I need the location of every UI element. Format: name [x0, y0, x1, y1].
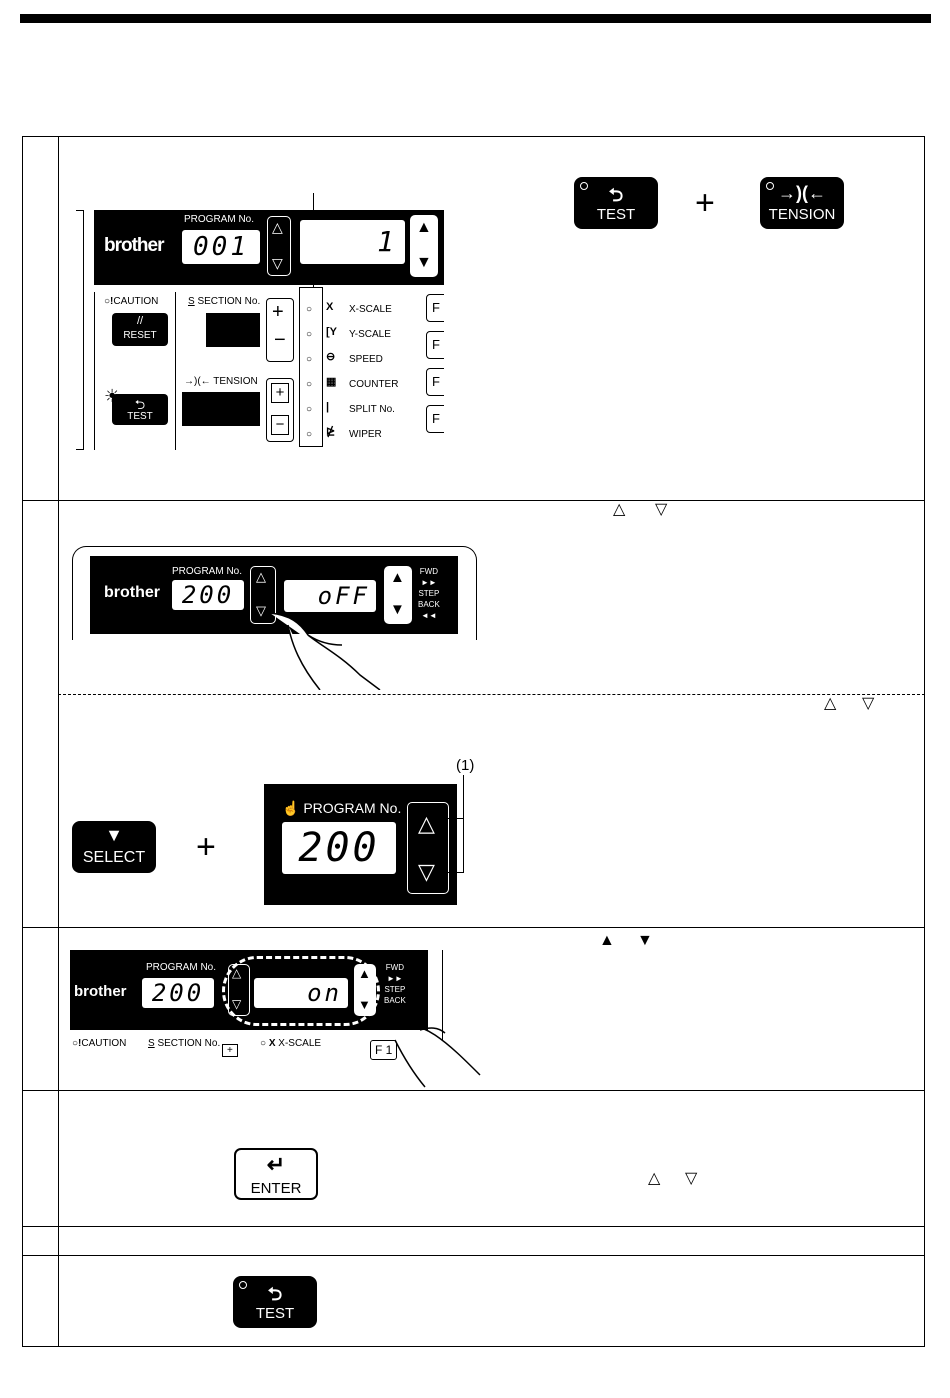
test-button[interactable]: ⮌ TEST	[233, 1276, 317, 1328]
down-filled-arrow-icon: ▼	[105, 825, 123, 845]
down-arrow-icon: ▽	[862, 695, 875, 712]
down-arrow-icon: ▽	[685, 1170, 698, 1187]
down-arrow-icon: ▽	[655, 501, 668, 518]
caution-label: ○!CAUTION	[104, 296, 159, 307]
row-divider	[22, 1090, 925, 1091]
blink-ring	[222, 956, 380, 1026]
value-display: on	[254, 978, 348, 1008]
program-display: 200	[172, 580, 244, 610]
down-filled-arrow-icon: ▼	[637, 932, 653, 949]
plus-sign: +	[196, 828, 216, 866]
test-led-icon	[239, 1281, 247, 1289]
program-display: 200	[142, 978, 214, 1008]
row-dashed-divider	[58, 694, 925, 695]
tension-plus-minus[interactable]: + −	[266, 378, 294, 442]
hand-illustration	[269, 612, 381, 690]
row-divider	[22, 1226, 925, 1227]
f-key[interactable]: F	[426, 368, 444, 396]
program-arrow-keys[interactable]: △ ▽	[267, 216, 291, 276]
up-arrow-icon: △	[648, 1170, 661, 1187]
indicator-highlight	[299, 287, 323, 447]
program-label: PROGRAM No.	[146, 962, 217, 973]
test-button[interactable]: ⮌ TEST	[574, 177, 658, 229]
up-arrow-icon[interactable]: △	[418, 811, 435, 836]
lit-led-icon: ☀	[104, 386, 121, 406]
value-display: 1	[300, 220, 405, 264]
hand-illustration	[384, 1022, 481, 1088]
control-panel-illustration: brother PROGRAM No. 001 △ ▽ 1 ▲ ▼ ○!CAUT…	[76, 210, 444, 450]
row-divider	[22, 927, 925, 928]
row-divider	[22, 1255, 925, 1256]
f-key[interactable]: F	[426, 405, 444, 433]
program-arrow-keys[interactable]: △ ▽	[407, 802, 449, 894]
up-arrow-icon[interactable]: △	[272, 219, 283, 235]
callout-line	[463, 775, 464, 873]
return-icon: ⮌	[267, 1284, 283, 1304]
value-arrow-keys[interactable]: ▲ ▼	[384, 566, 412, 624]
program-display: 200	[282, 822, 396, 874]
callout-line	[435, 872, 463, 873]
up-arrow-icon: △	[824, 695, 837, 712]
program-label: PROGRAM No.	[172, 566, 243, 577]
tension-display	[182, 392, 260, 426]
indicator-icons: X[Y⊖▦|⋭	[326, 301, 337, 438]
section-label: S SECTION No.	[188, 296, 261, 307]
brand-logo: brother	[104, 584, 160, 601]
row-divider	[22, 500, 925, 501]
callout-label: (1)	[456, 757, 475, 774]
test-led-icon	[580, 182, 588, 190]
indicator-leds: ○○○○○○	[306, 304, 313, 440]
display-panel: brother PROGRAM No. 001 △ ▽ 1 ▲ ▼	[94, 210, 444, 285]
return-icon: ⮌	[608, 185, 624, 205]
value-arrow-keys[interactable]: ▲ ▼	[410, 215, 438, 277]
header-rule	[20, 14, 931, 23]
procedure-table	[22, 136, 925, 1347]
down-filled-arrow-icon[interactable]: ▼	[416, 254, 432, 271]
enter-button[interactable]: ↵ ENTER	[234, 1148, 318, 1200]
f-key[interactable]: F	[426, 331, 444, 359]
down-arrow-icon[interactable]: ▽	[272, 255, 283, 271]
return-icon: ⮌	[134, 397, 146, 412]
indicator-labels: X-SCALE Y-SCALE SPEED COUNTER SPLIT No. …	[349, 304, 399, 440]
value-display: oFF	[284, 580, 376, 612]
reset-icon: //	[136, 315, 144, 327]
callout-line	[435, 818, 463, 819]
step-column-divider	[58, 136, 59, 1347]
display-panel: brother PROGRAM No. 200 △ ▽ on ▲ ▼ FWD►►…	[70, 950, 428, 1030]
test-key[interactable]: ⮌ TEST	[112, 394, 168, 425]
up-arrow-icon: △	[613, 501, 626, 518]
tension-icon: →)(←	[778, 183, 826, 203]
down-arrow-icon[interactable]: ▽	[418, 859, 435, 884]
tension-led-icon	[766, 182, 774, 190]
f-key[interactable]: F	[426, 294, 444, 322]
plus-sign: +	[695, 184, 715, 222]
panel-outline	[72, 546, 477, 640]
brand-logo: brother	[104, 235, 164, 256]
program-label: PROGRAM No.	[184, 214, 255, 225]
up-filled-arrow-icon: ▲	[599, 932, 615, 949]
value-arrow-keys[interactable]: ▲ ▼	[354, 964, 376, 1016]
up-filled-arrow-icon[interactable]: ▲	[416, 219, 432, 236]
reset-key[interactable]: // RESET	[112, 313, 168, 346]
section-plus-minus[interactable]: + −	[266, 298, 294, 362]
tension-label: →)(← TENSION	[184, 376, 258, 387]
program-arrow-keys[interactable]: △ ▽	[228, 964, 250, 1016]
select-button[interactable]: ▼ SELECT	[72, 821, 156, 873]
tension-button[interactable]: →)(← TENSION	[760, 177, 844, 229]
enter-icon: ↵	[266, 1152, 286, 1177]
program-panel: ☝ PROGRAM No. 200 △ ▽	[264, 784, 457, 905]
program-display: 001	[182, 230, 260, 264]
display-panel: brother PROGRAM No. 200 △ ▽ oFF ▲ ▼ FWD►…	[90, 556, 458, 634]
brand-logo: brother	[74, 983, 127, 1000]
program-label: ☝ PROGRAM No.	[282, 800, 402, 816]
program-arrow-keys[interactable]: △ ▽	[250, 566, 276, 624]
section-display	[206, 313, 260, 347]
